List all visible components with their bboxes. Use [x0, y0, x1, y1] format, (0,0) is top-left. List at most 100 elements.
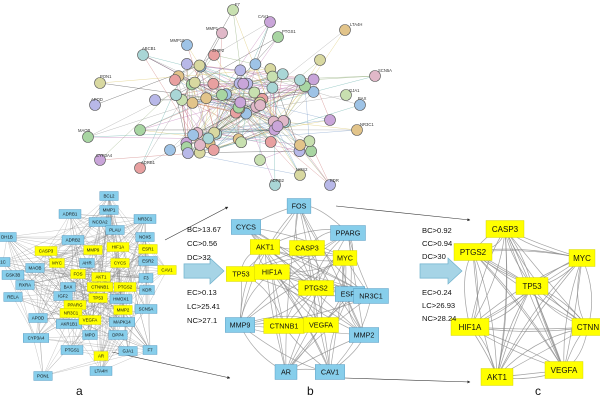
node-box: [138, 273, 154, 283]
node-box: [105, 225, 125, 235]
string-edge: [178, 21, 271, 77]
criterion-set-1-item: NC>27.1: [187, 316, 217, 325]
panel-b-edge: [264, 246, 287, 373]
node-box: [108, 330, 128, 340]
panel-a-edge: [56, 218, 146, 264]
node-box: [332, 250, 358, 266]
node-box: [49, 258, 65, 268]
string-node: [264, 136, 277, 148]
node-box: [23, 333, 50, 343]
panel-a-edge: [35, 337, 129, 352]
panel-a-node-ncoa2: NCOA2: [88, 217, 112, 227]
panel-a-edge: [100, 308, 147, 372]
string-node-label: ADRB2: [270, 178, 285, 183]
string-edge: [214, 132, 300, 152]
string-node: [188, 76, 201, 89]
string-edge: [238, 79, 301, 140]
node-box: [106, 242, 130, 252]
string-node: [227, 4, 239, 16]
string-node: [272, 31, 284, 43]
node-label: 1C: [0, 260, 6, 265]
node-label: FOS: [73, 272, 82, 277]
string-node-label: MAOB: [78, 128, 91, 133]
panel-a-node-maob: MAOB: [25, 263, 45, 273]
panel-a-node-hif1a: HIF1A: [106, 242, 130, 252]
node-label: F7: [147, 348, 153, 353]
panel-a-node-esr2: ESR2: [138, 256, 158, 266]
node-box: [83, 245, 103, 255]
node-box: [138, 244, 158, 254]
node-label: ADRB2: [66, 238, 81, 243]
panel-b-node-ar: AR: [274, 364, 298, 380]
node-label: CASP3: [295, 244, 319, 253]
node-label: NOX5: [139, 235, 152, 240]
string-node: [202, 132, 215, 145]
node-box: [315, 364, 345, 380]
panel-b-edge: [306, 247, 331, 373]
node-box: [110, 258, 130, 268]
node-label: AKT1: [256, 243, 274, 252]
node-box: [289, 240, 325, 256]
node-box: [93, 351, 109, 361]
panel-a-node-ar: AR: [93, 351, 109, 361]
connector-line: [164, 206, 229, 241]
node-box: [480, 368, 514, 386]
string-edge: [243, 21, 271, 84]
panel-c-node-ctnn: CTNN: [571, 318, 600, 336]
panel-a-edge: [35, 262, 58, 339]
connector-line: [111, 351, 231, 379]
node-box: [15, 280, 35, 290]
string-node-label: PTGS1: [282, 29, 296, 34]
panel-a-edge: [119, 218, 146, 264]
node-box: [250, 239, 280, 255]
node-box: [0, 257, 11, 267]
string-node-label: PON1: [100, 74, 112, 79]
string-edge: [255, 21, 271, 65]
panel-a-node-dpp4: DPP4: [108, 330, 128, 340]
panel-a-node-ptgs2: PTGS2: [113, 282, 137, 292]
string-edge: [239, 108, 331, 186]
panel-a-node-cyp3a4: CYP3A4: [23, 333, 50, 343]
panel-b-node-ctnnb1: CTNNB1: [263, 318, 305, 334]
node-box: [349, 327, 379, 343]
string-node: [294, 139, 306, 151]
string-node: [294, 74, 306, 86]
criterion-set-1-item: DC>32: [187, 253, 211, 262]
node-box: [135, 232, 155, 242]
string-edge: [256, 106, 301, 176]
panel-a-node-mpo: MPO: [82, 330, 98, 340]
string-node-label: F7: [235, 2, 241, 7]
string-node-label: CYP3A4: [96, 153, 113, 158]
string-node-label: APOD: [91, 97, 103, 102]
node-label: MAPK14: [113, 320, 131, 325]
node-box: [485, 220, 525, 238]
string-node: [149, 94, 161, 106]
string-edge: [186, 63, 286, 123]
criterion-set-1-item: EC>0.13: [187, 288, 217, 297]
panel-label-c: c: [535, 384, 541, 398]
node-label: PTGS2: [304, 284, 328, 293]
string-node: [94, 77, 106, 89]
panel-a-edge: [117, 246, 148, 291]
panel-a-node-lta4h: LTA4H: [89, 366, 113, 376]
string-node-label: LTA4H: [350, 22, 362, 27]
string-node: [305, 145, 317, 158]
panel-a-node-cav1: CAV1: [157, 265, 177, 275]
node-label: AKR1B1: [61, 322, 78, 327]
string-node: [134, 124, 146, 136]
node-label: VEGFA: [309, 321, 333, 330]
node-label: MMP2: [354, 331, 375, 340]
node-box: [28, 313, 48, 323]
panel-b-node-ptgs2: PTGS2: [298, 280, 334, 296]
panel-b-node-tp53: TP53: [226, 266, 256, 282]
node-label: AKT1: [96, 275, 108, 280]
string-edge: [283, 79, 301, 122]
node-box: [142, 345, 158, 355]
panel-a-node-adrb2: ADRB2: [61, 235, 85, 245]
node-label: TP53: [522, 282, 542, 291]
string-edge: [186, 44, 217, 134]
string-edge: [194, 32, 223, 83]
